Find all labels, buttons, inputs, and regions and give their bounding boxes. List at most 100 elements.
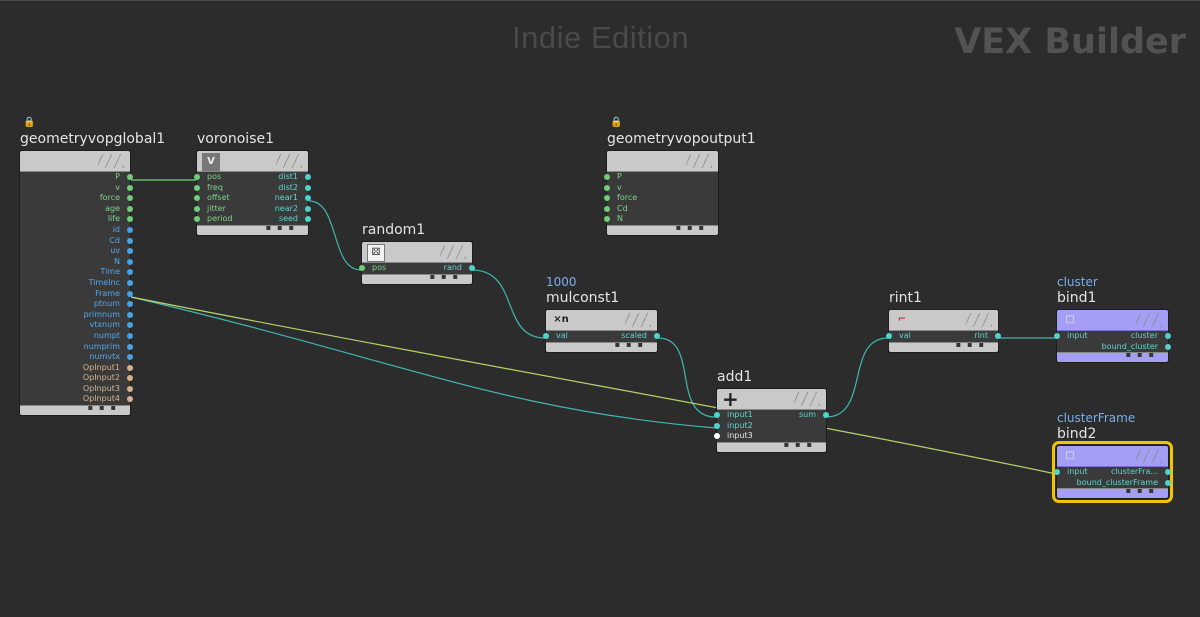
input-connector[interactable] xyxy=(194,216,200,223)
output-connector[interactable] xyxy=(127,301,133,308)
wire-rand-to-val[interactable] xyxy=(471,269,546,339)
output-connector[interactable] xyxy=(127,322,133,329)
output-connector[interactable] xyxy=(127,184,133,191)
input-connector[interactable] xyxy=(194,205,200,212)
input-connector[interactable] xyxy=(359,265,365,271)
wire-sum-to-rint[interactable] xyxy=(825,337,889,418)
output-port-label: N xyxy=(114,256,120,266)
port-row: bound_cluster xyxy=(1057,342,1171,353)
output-connector[interactable] xyxy=(127,375,133,382)
node-header[interactable]: + xyxy=(717,389,826,410)
input-connector[interactable] xyxy=(194,184,200,191)
input-connector[interactable] xyxy=(886,333,892,339)
node-footer[interactable]: ▪▪▪ xyxy=(607,223,718,235)
node-footer[interactable]: ▪▪▪ xyxy=(20,403,130,416)
output-connector[interactable] xyxy=(305,216,311,223)
input-connector[interactable] xyxy=(543,333,549,339)
node-header[interactable] xyxy=(20,151,130,172)
input-connector[interactable] xyxy=(194,174,200,180)
output-connector[interactable] xyxy=(127,195,133,202)
input-connector[interactable] xyxy=(604,174,610,180)
output-connector[interactable] xyxy=(127,226,133,233)
output-connector[interactable] xyxy=(127,258,133,265)
port-row: ptnum xyxy=(20,299,133,310)
input-connector[interactable] xyxy=(604,195,610,202)
output-connector[interactable] xyxy=(469,265,475,271)
output-connector[interactable] xyxy=(127,248,133,255)
node-header[interactable]: ⌐ xyxy=(889,310,998,331)
node-header[interactable]: ×n xyxy=(546,310,657,331)
output-connector[interactable] xyxy=(823,412,829,418)
output-connector[interactable] xyxy=(1165,333,1171,339)
node-footer[interactable]: ▪▪▪ xyxy=(1057,486,1168,499)
output-connector[interactable] xyxy=(127,290,133,297)
output-connector[interactable] xyxy=(127,343,133,350)
node-header[interactable]: ▢ xyxy=(1057,446,1168,467)
input-connector[interactable] xyxy=(714,433,720,440)
node-header[interactable]: ⚄ xyxy=(362,242,472,263)
node-footer[interactable]: ▪▪▪ xyxy=(1057,350,1168,363)
input-connector[interactable] xyxy=(714,412,720,418)
output-connector[interactable] xyxy=(995,333,1001,339)
input-connector[interactable] xyxy=(604,216,610,223)
output-connector[interactable] xyxy=(654,333,660,339)
node-header[interactable]: ▢ xyxy=(1057,310,1168,331)
output-connector[interactable] xyxy=(305,205,311,212)
node-footer[interactable]: ▪▪▪ xyxy=(197,223,308,235)
voronoise-icon: V xyxy=(202,153,220,171)
output-connector[interactable] xyxy=(127,385,133,392)
input-connector[interactable] xyxy=(604,184,610,191)
hatch-icon xyxy=(1136,313,1162,327)
output-port-label: TimeInc xyxy=(88,277,120,287)
output-connector[interactable] xyxy=(127,205,133,212)
output-connector[interactable] xyxy=(127,311,133,318)
output-connector[interactable] xyxy=(1165,479,1171,486)
output-connector[interactable] xyxy=(127,354,133,361)
output-connector[interactable] xyxy=(305,195,311,202)
output-connector[interactable] xyxy=(127,279,133,286)
input-connector[interactable] xyxy=(1054,469,1060,475)
output-connector[interactable] xyxy=(127,396,133,403)
output-connector[interactable] xyxy=(1165,469,1171,475)
node-name: voronoise1 xyxy=(197,131,275,147)
node-footer[interactable]: ▪▪▪ xyxy=(546,340,657,352)
node-header[interactable] xyxy=(607,151,718,172)
wire-near1-to-random-pos[interactable] xyxy=(308,200,362,271)
output-connector[interactable] xyxy=(127,332,133,339)
output-connector[interactable] xyxy=(305,184,311,191)
output-connector[interactable] xyxy=(127,216,133,223)
output-connector[interactable] xyxy=(127,237,133,244)
output-connector[interactable] xyxy=(305,174,311,180)
input-connector[interactable] xyxy=(194,195,200,202)
input-connector[interactable] xyxy=(714,422,720,429)
output-connector[interactable] xyxy=(127,364,133,371)
output-connector[interactable] xyxy=(1165,343,1171,350)
output-connector[interactable] xyxy=(127,174,133,180)
output-connector[interactable] xyxy=(127,269,133,276)
node-footer[interactable]: ▪▪▪ xyxy=(717,440,826,452)
input-connector[interactable] xyxy=(1054,333,1060,339)
node-footer[interactable]: ▪▪▪ xyxy=(362,272,472,284)
node-footer[interactable]: ▪▪▪ xyxy=(889,340,998,352)
input-connector[interactable] xyxy=(604,205,610,212)
node-header[interactable]: V xyxy=(197,151,308,172)
wire-scaled-to-input1[interactable] xyxy=(657,337,717,418)
